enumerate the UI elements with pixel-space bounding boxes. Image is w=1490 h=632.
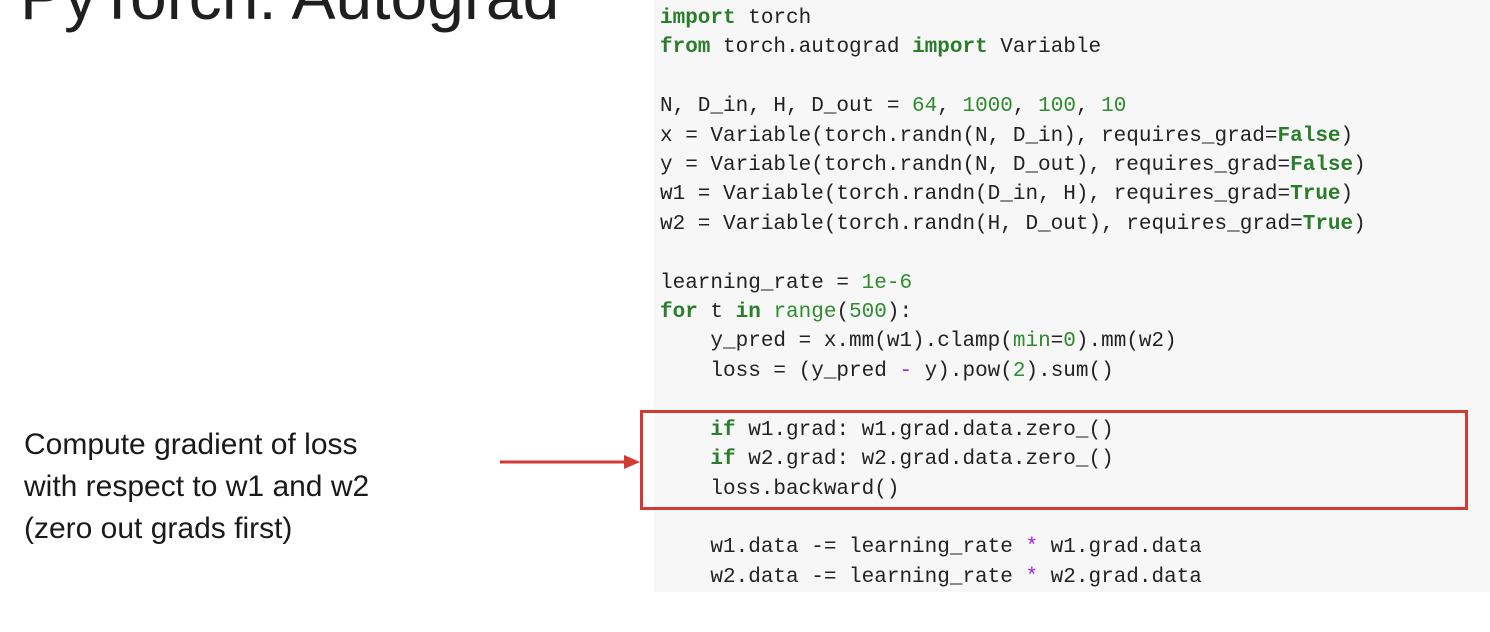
code-line: N, D_in, H, D_out = 64, 1000, 100, 10 — [660, 92, 1366, 121]
code-token: 0 — [1063, 330, 1076, 354]
code-token: ).mm(w2) — [1075, 330, 1177, 354]
code-token: * — [1025, 565, 1039, 589]
code-line: w1.data -= learning_rate * w1.grad.data — [660, 533, 1366, 562]
annotation-line: Compute gradient of loss — [24, 428, 358, 461]
code-line: y_pred = x.mm(w1).clamp(min=0).mm(w2) — [660, 327, 1366, 356]
arrow-right-icon — [500, 455, 640, 469]
code-token: import — [660, 7, 736, 30]
code-token: learning_rate = — [660, 271, 862, 295]
code-line: w2 = Variable(torch.randn(H, D_out), req… — [660, 210, 1366, 239]
code-token: if — [710, 448, 736, 472]
code-token: ) — [1340, 124, 1354, 148]
code-token: y_pred = x.mm(w1).clamp( — [660, 330, 1013, 354]
code-token: ) — [1340, 183, 1354, 207]
code-line: if w1.grad: w1.grad.data.zero_() — [660, 416, 1366, 445]
code-token: 64 — [912, 95, 938, 119]
code-line: learning_rate = 1e-6 — [660, 269, 1366, 298]
code-token: Variable — [987, 36, 1102, 60]
code-token: min — [1012, 330, 1051, 354]
code-line: w1 = Variable(torch.randn(D_in, H), requ… — [660, 180, 1366, 209]
code-token: w2.grad: w2.grad.data.zero_() — [735, 448, 1114, 472]
code-token: 1000 — [962, 95, 1013, 119]
code-token: 100 — [1038, 95, 1076, 119]
code-line: x = Variable(torch.randn(N, D_in), requi… — [660, 122, 1366, 151]
code-token: - — [899, 359, 913, 383]
code-token: in — [735, 301, 761, 325]
code-token: torch.autograd — [710, 36, 913, 60]
code-line: from torch.autograd import Variable — [660, 33, 1366, 62]
code-token: loss = (y_pred — [660, 359, 900, 383]
code-token: range — [773, 301, 837, 325]
code-token: N, D_in, H, D_out = — [660, 95, 913, 119]
code-token: w1.grad.data — [1038, 536, 1202, 560]
code-line: y = Variable(torch.randn(N, D_out), requ… — [660, 151, 1366, 180]
code-line: import torch — [660, 4, 1366, 33]
code-line — [660, 63, 1366, 92]
code-token: ) — [1353, 212, 1366, 236]
code-token: y = Variable(torch.randn(N, D_out), requ… — [660, 154, 1291, 178]
code-token: 500 — [849, 301, 887, 325]
highlight-box — [640, 410, 1468, 510]
code-token: if — [710, 418, 736, 442]
code-line: loss = (y_pred - y).pow(2).sum() — [660, 357, 1366, 386]
code-token: w1.grad: w1.grad.data.zero_() — [735, 418, 1114, 442]
code-token: False — [1290, 154, 1354, 178]
code-token: ).sum() — [1025, 359, 1114, 383]
annotation-line: (zero out grads first) — [24, 512, 293, 545]
code-token: ( — [836, 301, 850, 325]
code-token: 10 — [1101, 95, 1127, 119]
code-token: w2.data -= learning_rate — [660, 565, 1026, 589]
code-token: , — [1075, 95, 1102, 119]
code-token: = — [1050, 330, 1064, 354]
code-token — [761, 301, 774, 324]
code-token: torch — [735, 7, 812, 30]
code-token: w2 = Variable(torch.randn(H, D_out), req… — [660, 212, 1303, 236]
code-token: w2.grad.data — [1038, 565, 1202, 589]
code-token: y).pow( — [912, 359, 1013, 383]
code-token: for — [660, 301, 698, 325]
code-token: False — [1277, 124, 1341, 148]
code-token: import — [912, 36, 988, 60]
code-token: ) — [1353, 154, 1366, 178]
code-token: * — [1025, 536, 1039, 560]
code-line — [660, 239, 1366, 268]
code-token: 2 — [1012, 359, 1026, 383]
annotation-line: with respect to w1 and w2 — [24, 470, 370, 503]
code-token: 1e-6 — [861, 271, 913, 295]
code-line: for t in range(500): — [660, 298, 1366, 327]
code-token: , — [1012, 95, 1039, 119]
code-token: True — [1290, 183, 1341, 207]
code-token: loss.backward() — [660, 477, 900, 501]
code-token: w1 = Variable(torch.randn(D_in, H), requ… — [660, 183, 1291, 207]
annotation-text: Compute gradient of loss with respect to… — [24, 424, 369, 550]
code-token: t — [697, 301, 736, 325]
code-token: , — [937, 95, 963, 119]
code-token: True — [1302, 212, 1354, 236]
code-token: from — [660, 36, 711, 60]
code-token: w1.data -= learning_rate — [660, 536, 1026, 560]
code-line: if w2.grad: w2.grad.data.zero_() — [660, 445, 1366, 474]
code-token: ): — [886, 301, 913, 325]
slide-title: PyTorch: Autograd — [20, 0, 650, 36]
code-token: x = Variable(torch.randn(N, D_in), requi… — [660, 124, 1278, 148]
code-line: w2.data -= learning_rate * w2.grad.data — [660, 563, 1366, 592]
code-line: loss.backward() — [660, 475, 1366, 504]
